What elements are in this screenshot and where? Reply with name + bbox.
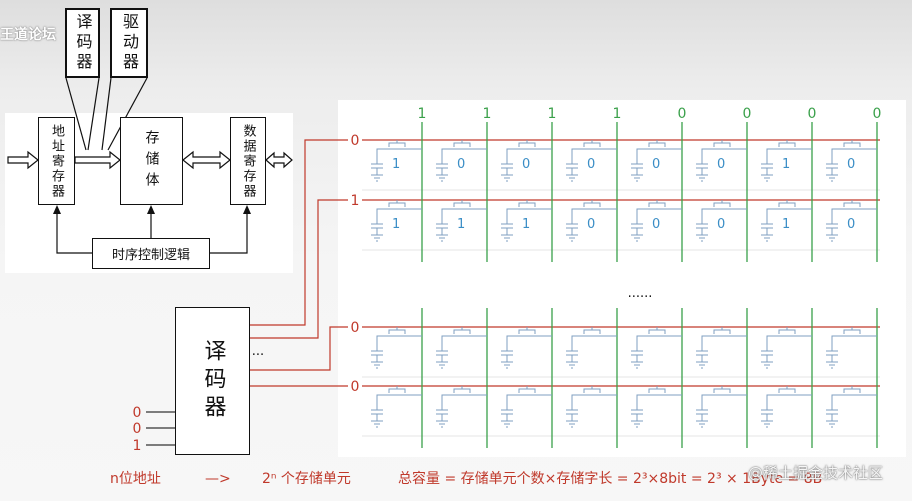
formula-address: n位地址 <box>110 471 161 487</box>
data-register-box: 数据寄存器 <box>230 117 266 205</box>
column-bit: 1 <box>613 106 622 122</box>
cell-value: 1 <box>392 157 400 172</box>
callout-lines <box>65 77 148 151</box>
memory-cell <box>371 327 422 369</box>
memory-cell <box>566 327 617 369</box>
cell-value: 1 <box>457 217 465 232</box>
cell-value: 1 <box>392 217 400 232</box>
memory-cell: 0 <box>696 140 747 182</box>
memory-cell-grid: 1 1 1 1 0 0 0 0 1 0 0 0 0 0 1 0 1 1 1 0 0 0 1 0 <box>362 106 881 448</box>
memory-cell <box>761 327 812 369</box>
memory-cell: 0 <box>696 200 747 242</box>
memory-cell <box>826 386 877 428</box>
memory-cell <box>631 327 682 369</box>
timing-control-box: 时序控制逻辑 <box>92 238 210 269</box>
cell-value: 0 <box>587 157 595 172</box>
memory-cell: 1 <box>761 200 812 242</box>
memory-cell: 1 <box>436 200 487 242</box>
data-output-double-arrow <box>265 151 293 169</box>
cell-value: 0 <box>717 217 725 232</box>
memory-cell <box>696 327 747 369</box>
formula-arrow: —> <box>205 471 231 487</box>
address-input-arrow <box>7 150 39 170</box>
memory-cell <box>631 386 682 428</box>
memory-grid-panel <box>338 100 906 457</box>
cell-value: 0 <box>652 157 660 172</box>
formula-capacity: 总容量 = 存储单元个数×存储字长 = 2³×8bit = 2³ × 1Byte… <box>398 471 823 487</box>
memory-cell <box>566 386 617 428</box>
cell-value: 1 <box>782 217 790 232</box>
address-to-bank-arrow <box>74 150 121 170</box>
decoder-callout-label: 译码器 <box>73 13 93 73</box>
memory-bank-box: 存储体 <box>120 117 183 205</box>
address-bit: 1 <box>133 438 142 454</box>
word-line-label: 0 <box>351 379 360 395</box>
memory-cell <box>501 327 552 369</box>
memory-cell: 1 <box>371 140 422 182</box>
memory-cell: 1 <box>761 140 812 182</box>
cell-value: 0 <box>717 157 725 172</box>
word-line-label: 0 <box>351 320 360 336</box>
memory-cell: 0 <box>436 140 487 182</box>
cell-value: 1 <box>522 217 530 232</box>
cell-value: 0 <box>652 217 660 232</box>
word-line-label: 1 <box>351 193 360 209</box>
decoder-output-ellipsis: ... <box>252 344 264 359</box>
driver-callout-label: 驱动器 <box>120 13 139 73</box>
decoder-callout-box: 译码器 <box>65 8 100 78</box>
formula-cells: 2ⁿ 个存储单元 <box>262 471 351 487</box>
memory-cell <box>696 386 747 428</box>
column-bit: 1 <box>483 106 492 122</box>
memory-cell: 0 <box>826 200 877 242</box>
cell-value: 0 <box>522 157 530 172</box>
timing-control-label: 时序控制逻辑 <box>111 248 190 263</box>
timing-arrowheads <box>53 205 251 214</box>
decoder-input-lines <box>146 411 175 446</box>
address-register-label: 地址寄存器 <box>49 123 64 199</box>
decoder-label: 译码器 <box>200 339 226 423</box>
word-line-label: 0 <box>351 133 360 149</box>
memory-cell: 0 <box>631 140 682 182</box>
memory-cell <box>436 327 487 369</box>
watermark-top-left: 王道论坛 <box>0 27 56 43</box>
address-bit: 0 <box>133 405 142 421</box>
memory-cell: 0 <box>826 140 877 182</box>
cell-value: 0 <box>847 217 855 232</box>
cell-value: 1 <box>782 157 790 172</box>
memory-cell: 0 <box>566 140 617 182</box>
memory-cell <box>436 386 487 428</box>
memory-cell: 1 <box>371 200 422 242</box>
timing-control-lines <box>56 212 248 254</box>
memory-cell: 1 <box>501 200 552 242</box>
memory-cell: 0 <box>631 200 682 242</box>
memory-cell <box>761 386 812 428</box>
word-lines <box>250 139 880 387</box>
cell-value: 0 <box>587 217 595 232</box>
memory-cell <box>501 386 552 428</box>
watermark-bottom-right: @稀土掘金技术社区 <box>748 464 884 482</box>
memory-cell: 0 <box>566 200 617 242</box>
memory-cell <box>371 386 422 428</box>
cell-value: 0 <box>457 157 465 172</box>
memory-bank-label: 存储体 <box>143 129 160 193</box>
address-bit: 0 <box>133 421 142 437</box>
grid-ellipsis: ...... <box>628 286 653 301</box>
column-bit: 0 <box>873 106 882 122</box>
decoder-box: 译码器 <box>175 307 250 455</box>
cell-value: 0 <box>847 157 855 172</box>
data-register-label: 数据寄存器 <box>240 123 256 199</box>
column-bit: 0 <box>808 106 817 122</box>
column-bit: 1 <box>548 106 557 122</box>
column-bit: 0 <box>743 106 752 122</box>
address-register-box: 地址寄存器 <box>38 117 75 205</box>
column-bit: 1 <box>418 106 427 122</box>
memory-cell: 0 <box>501 140 552 182</box>
column-bit: 0 <box>678 106 687 122</box>
driver-callout-box: 驱动器 <box>110 8 148 78</box>
memory-cell <box>826 327 877 369</box>
